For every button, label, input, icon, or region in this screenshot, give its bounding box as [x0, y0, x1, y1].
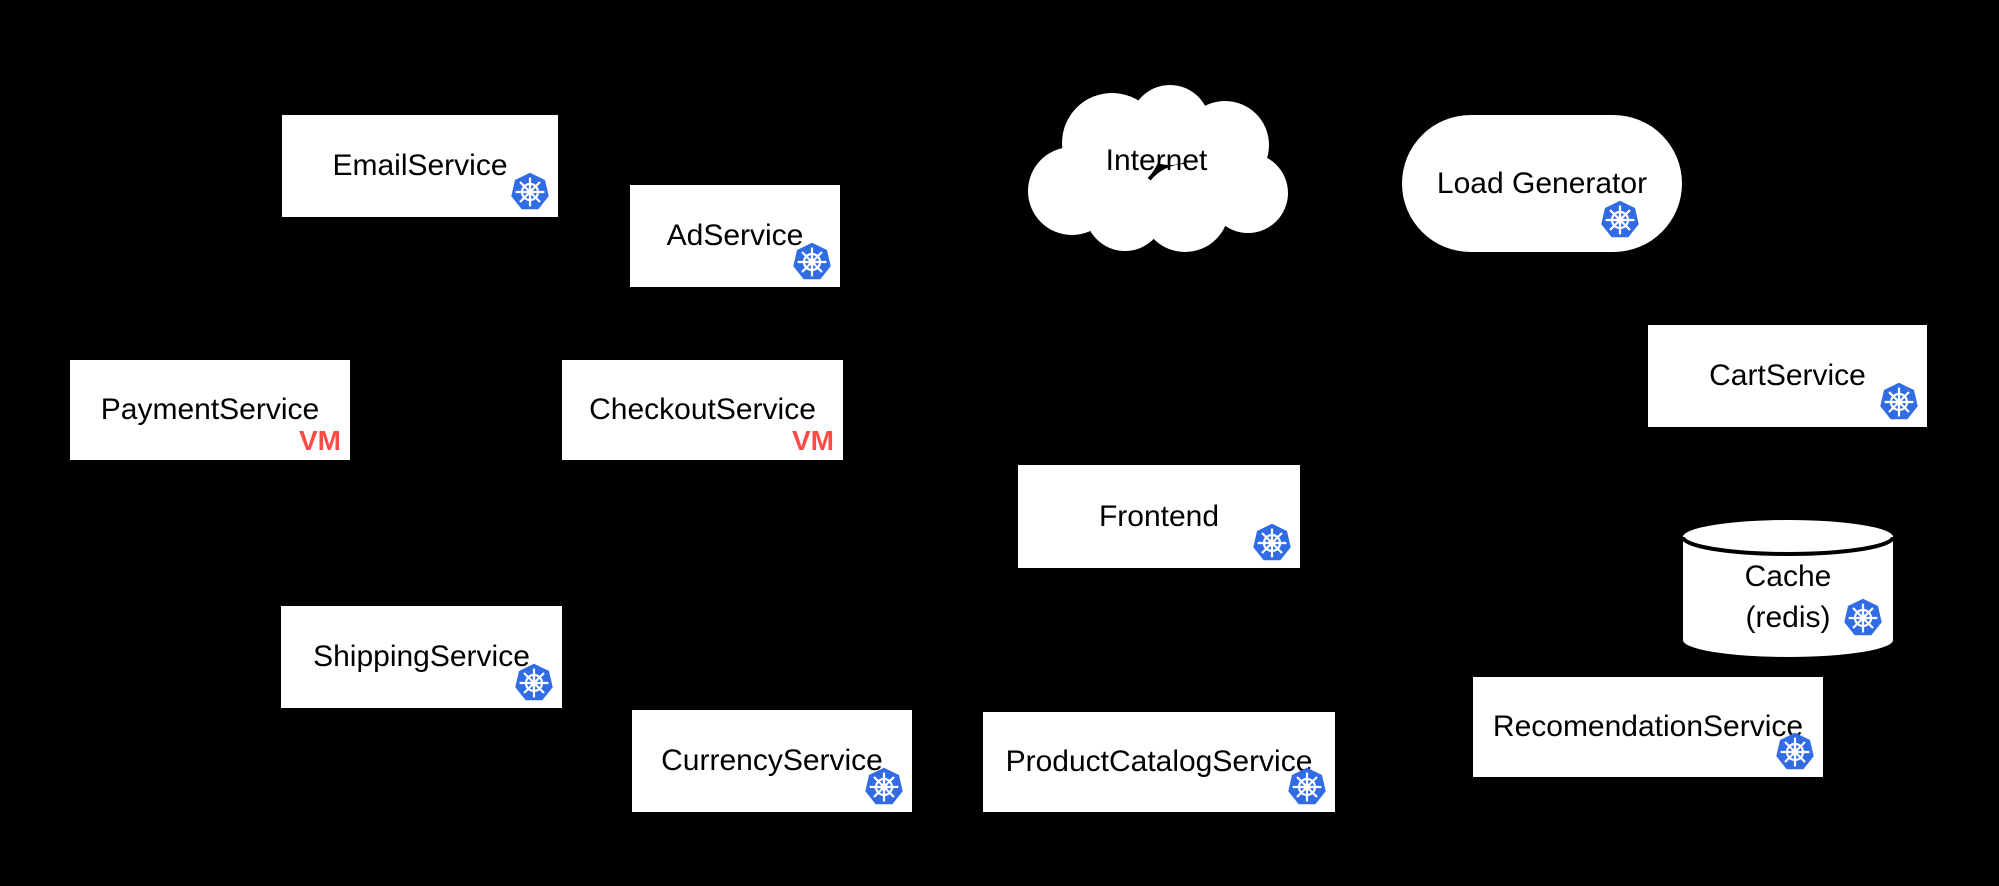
load-generator-node: Load Generator — [1402, 115, 1682, 252]
node-label: Frontend — [1098, 499, 1220, 533]
ad-service-node: AdService — [630, 185, 840, 287]
kubernetes-icon — [515, 663, 553, 701]
node-label-line: Cache — [1744, 559, 1832, 593]
kubernetes-icon — [1601, 200, 1639, 238]
node-label-line: (redis) — [1745, 600, 1831, 634]
cache-redis-node: Cache (redis) — [1683, 520, 1893, 657]
kubernetes-icon — [1776, 732, 1814, 770]
node-label: CurrencyService — [661, 744, 883, 777]
cart-service-node: CartService — [1648, 325, 1927, 427]
node-label: PaymentService — [100, 393, 320, 426]
cylinder-shape — [1683, 520, 1893, 657]
vm-badge: VM — [299, 425, 341, 457]
node-label: AdService — [666, 219, 804, 252]
kubernetes-icon — [1253, 523, 1291, 561]
internet-node: Internet — [1020, 83, 1293, 257]
node-label: Internet — [1105, 144, 1208, 177]
shipping-service-node: ShippingService — [281, 606, 562, 708]
kubernetes-icon — [511, 172, 549, 210]
recomendation-service-node: RecomendationService — [1473, 677, 1823, 777]
frontend-node: Frontend — [1018, 465, 1300, 568]
node-label: CartService — [1709, 359, 1866, 392]
currency-service-node: CurrencyService — [632, 710, 912, 812]
product-catalog-service-node: ProductCatalogService — [983, 712, 1335, 812]
node-label: Load Generator — [1436, 166, 1648, 200]
kubernetes-icon — [1288, 767, 1326, 805]
node-label: ShippingService — [313, 640, 530, 673]
kubernetes-icon — [1844, 598, 1882, 636]
node-label: ProductCatalogService — [1005, 745, 1313, 778]
vm-badge: VM — [792, 425, 834, 457]
node-label: Cache (redis) — [1745, 540, 1832, 638]
email-service-node: EmailService — [282, 115, 558, 217]
cloud-shape — [1028, 85, 1288, 252]
payment-service-node: PaymentService VM — [70, 360, 350, 460]
checkout-service-node: CheckoutService VM — [562, 360, 843, 460]
node-label: CheckoutService — [589, 393, 816, 426]
node-label: RecomendationService — [1492, 710, 1804, 743]
kubernetes-icon — [865, 767, 903, 805]
kubernetes-icon — [793, 242, 831, 280]
node-label: EmailService — [332, 149, 508, 182]
kubernetes-icon — [1880, 382, 1918, 420]
